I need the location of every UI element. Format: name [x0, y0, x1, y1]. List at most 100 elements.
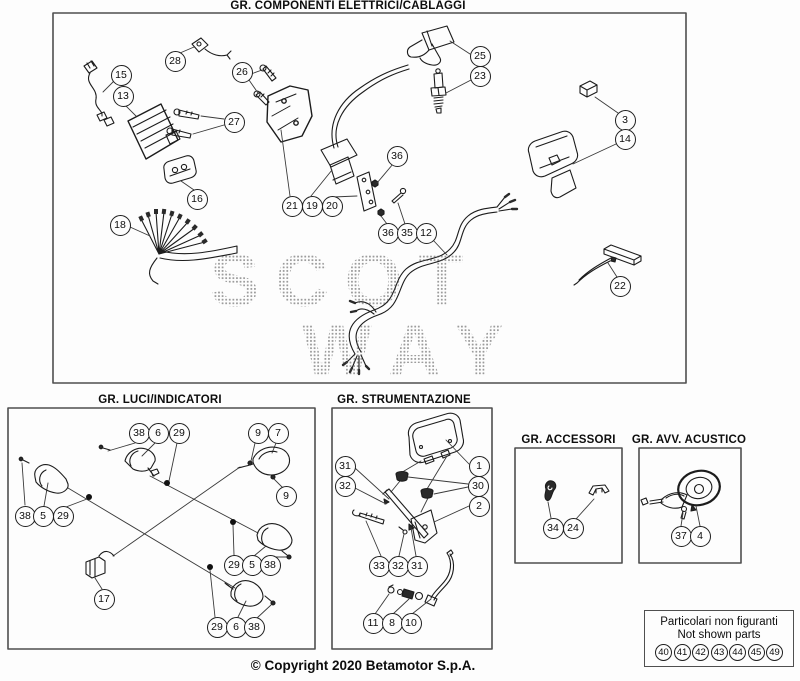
leaders-lights — [21, 442, 288, 619]
callout-electrical-21: 21 — [281, 195, 303, 217]
part-clip-34 — [544, 480, 557, 501]
not-shown-part-45: 45 — [747, 644, 765, 662]
part-harness-branch — [138, 208, 238, 285]
part-spark-plug — [430, 68, 447, 114]
part-indicator-rear-left — [18, 456, 69, 494]
callout-instruments-10: 10 — [400, 612, 422, 634]
part-flasher-relay — [85, 550, 115, 579]
part-connector-3 — [579, 80, 598, 98]
callout-electrical-12: 12 — [415, 222, 437, 244]
not-shown-line-en: Not shown parts — [677, 629, 761, 641]
part-coil-plate — [356, 171, 377, 212]
part-speedo-bracket — [410, 509, 438, 544]
part-cable-15 — [83, 60, 115, 127]
callout-instruments-31: 31 — [406, 555, 428, 577]
callout-lights-38: 38 — [259, 554, 281, 576]
part-nuts-36 — [371, 179, 385, 217]
callout-electrical-22: 22 — [609, 275, 631, 297]
box-instruments — [331, 407, 493, 650]
callout-instruments-8: 8 — [381, 612, 403, 634]
callout-electrical-18: 18 — [109, 214, 131, 236]
callout-horn-37: 37 — [670, 525, 692, 547]
callout-lights-29: 29 — [206, 616, 228, 638]
callout-lights-5: 5 — [32, 505, 54, 527]
box-accessories — [514, 447, 623, 564]
callout-instruments-30: 30 — [467, 475, 489, 497]
callout-lights-29: 29 — [168, 422, 190, 444]
callout-electrical-36: 36 — [386, 145, 408, 167]
box-lights — [7, 407, 316, 650]
leaders-accessories — [547, 498, 595, 520]
callout-instruments-33: 33 — [368, 555, 390, 577]
part-ignition-coil — [320, 64, 410, 185]
part-clamp-24 — [588, 484, 610, 496]
callout-instruments-31: 31 — [334, 455, 356, 477]
callout-lights-29: 29 — [52, 505, 74, 527]
not-shown-part-44: 44 — [729, 644, 746, 662]
callout-electrical-13: 13 — [112, 85, 134, 107]
box-horn — [638, 447, 742, 564]
copyright-text: © Copyright 2020 Betamotor S.p.A. — [250, 658, 476, 673]
part-screws-26 — [253, 64, 277, 106]
callout-lights-7: 7 — [267, 422, 289, 444]
callout-instruments-32: 32 — [387, 555, 409, 577]
part-indicator-rear-right — [224, 580, 276, 607]
callout-accessories-24: 24 — [562, 517, 584, 539]
not-shown-line-it: Particolari non figuranti — [660, 615, 778, 628]
callout-instruments-1: 1 — [468, 455, 490, 477]
callout-instruments-2: 2 — [468, 495, 490, 517]
callout-electrical-19: 19 — [301, 195, 323, 217]
title-horn: GR. AVV. ACUSTICO — [631, 434, 747, 446]
callout-electrical-20: 20 — [321, 195, 343, 217]
callout-electrical-23: 23 — [469, 65, 491, 87]
part-speedo-sensor — [387, 584, 424, 601]
callout-electrical-25: 25 — [469, 45, 491, 67]
not-shown-part-41: 41 — [673, 644, 691, 662]
fastener-dots — [86, 480, 236, 570]
callout-lights-9: 9 — [247, 422, 269, 444]
part-tail-lamp — [237, 446, 291, 480]
callout-lights-6: 6 — [147, 422, 169, 444]
part-screws-27 — [166, 108, 200, 139]
title-instruments: GR. STRUMENTAZIONE — [337, 394, 471, 406]
leaders-instruments — [354, 439, 470, 615]
callout-lights-38: 38 — [243, 616, 265, 638]
part-indicator-front-right — [256, 523, 293, 560]
box-electrical — [52, 12, 687, 384]
part-spark-plug-cap — [406, 25, 455, 66]
part-clutch-switch — [191, 37, 232, 60]
part-speedometer — [407, 412, 465, 465]
part-cdi-holder — [527, 130, 579, 199]
leaders-horn — [680, 505, 701, 527]
title-electrical: GR. COMPONENTI ELETTRICI/CABLAGGI — [230, 0, 466, 12]
part-coil-bracket — [266, 85, 313, 143]
part-indicator-front-left — [98, 444, 160, 477]
callout-electrical-15: 15 — [110, 64, 132, 86]
callout-electrical-26: 26 — [231, 61, 253, 83]
callout-instruments-32: 32 — [334, 475, 356, 497]
part-speedo-cable — [424, 549, 455, 607]
not-shown-part-40: 40 — [655, 644, 672, 662]
part-screw-35 — [391, 187, 407, 204]
callout-electrical-14: 14 — [614, 128, 636, 150]
callout-instruments-11: 11 — [362, 612, 384, 634]
leaders-electrical — [102, 40, 619, 278]
callout-electrical-36: 36 — [377, 222, 399, 244]
part-main-harness — [341, 192, 519, 376]
callout-accessories-34: 34 — [542, 517, 564, 539]
part-sensor-22 — [573, 244, 642, 286]
callout-lights-9: 9 — [275, 485, 297, 507]
part-bolt-33 — [351, 509, 385, 525]
part-light-switch — [163, 155, 197, 184]
callout-electrical-27: 27 — [223, 111, 245, 133]
callout-electrical-3: 3 — [614, 109, 636, 131]
not-shown-parts-box: Particolari non figuranti Not shown part… — [644, 610, 794, 667]
not-shown-part-42: 42 — [692, 644, 709, 662]
part-horn — [640, 469, 721, 520]
callout-lights-17: 17 — [93, 588, 115, 610]
title-accessories: GR. ACCESSORI — [521, 434, 616, 446]
title-lights: GR. LUCI/INDICATORI — [98, 394, 222, 406]
